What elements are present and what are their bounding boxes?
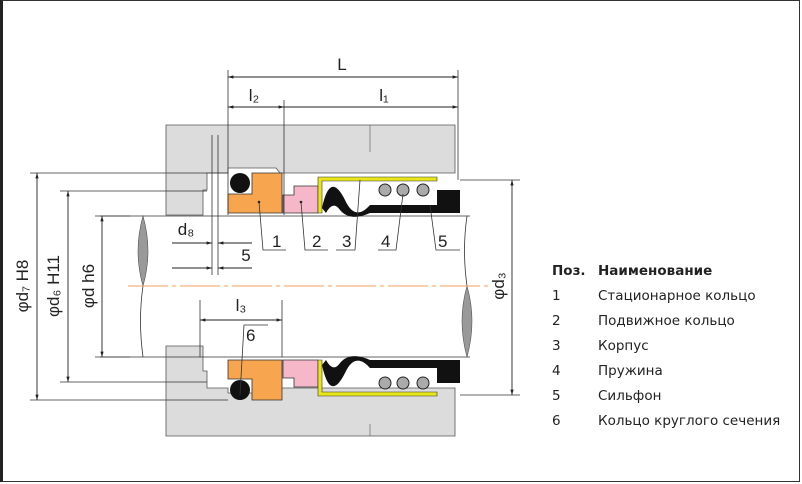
legend-pos: 5 [552,387,561,404]
dim-d3: φd₃ [489,272,508,299]
dim-d: φd h6 [79,264,98,308]
callout-6: 6 [246,326,255,345]
callout-4: 4 [381,232,390,251]
legend-row: 6 Кольцо круглого сечения [552,408,780,433]
legend-name: Кольцо круглого сечения [598,412,781,429]
callout-leaders [239,179,460,396]
housing-shell [317,176,438,214]
callout-2: 2 [312,232,321,251]
seal-upper [227,172,460,217]
gland-housing [165,124,456,437]
legend-name: Пружина [598,362,663,379]
dimension-lines [35,75,514,400]
legend-pos: 3 [552,337,561,354]
dim-d7: φd₇ H8 [13,260,32,313]
dim-gap-5: 5 [241,246,250,265]
legend-name: Подвижное кольцо [598,312,735,329]
dim-l3: l₃ [236,296,247,315]
shaft [100,214,490,359]
legend-pos: 6 [552,412,561,429]
dim-L: L [337,55,346,74]
dim-d8: d₈ [178,220,195,239]
seal-lower [227,356,460,401]
legend-pos: 4 [552,362,561,379]
legend-pos: 1 [552,287,561,304]
legend-row: 1 Стационарное кольцо [552,283,780,308]
legend-row: 3 Корпус [552,333,780,358]
legend-header-pos: Поз. [552,262,586,279]
legend-pos: 2 [552,312,561,329]
spring [378,183,430,197]
parts-legend: Поз. Наименование 1 Стационарное кольцо 2… [552,258,780,433]
dim-l2: l₂ [249,86,259,105]
legend-header-name: Наименование [598,262,713,279]
callout-5: 5 [438,232,447,251]
rotating-ring [282,185,319,214]
legend-name: Корпус [598,337,649,354]
callout-1: 1 [272,232,281,251]
legend-row: 4 Пружина [552,358,780,383]
legend-row: 5 Сильфон [552,383,780,408]
legend-name: Сильфон [598,387,662,404]
legend-header: Поз. Наименование [552,258,780,283]
legend-name: Стационарное кольцо [598,287,756,304]
o-ring [230,173,250,193]
extension-lines [30,70,520,401]
dim-l1: l₁ [379,86,389,105]
callout-3: 3 [342,232,351,251]
bellows [322,186,460,217]
dim-d6: φd₆ H11 [44,255,63,317]
legend-row: 2 Подвижное кольцо [552,308,780,333]
